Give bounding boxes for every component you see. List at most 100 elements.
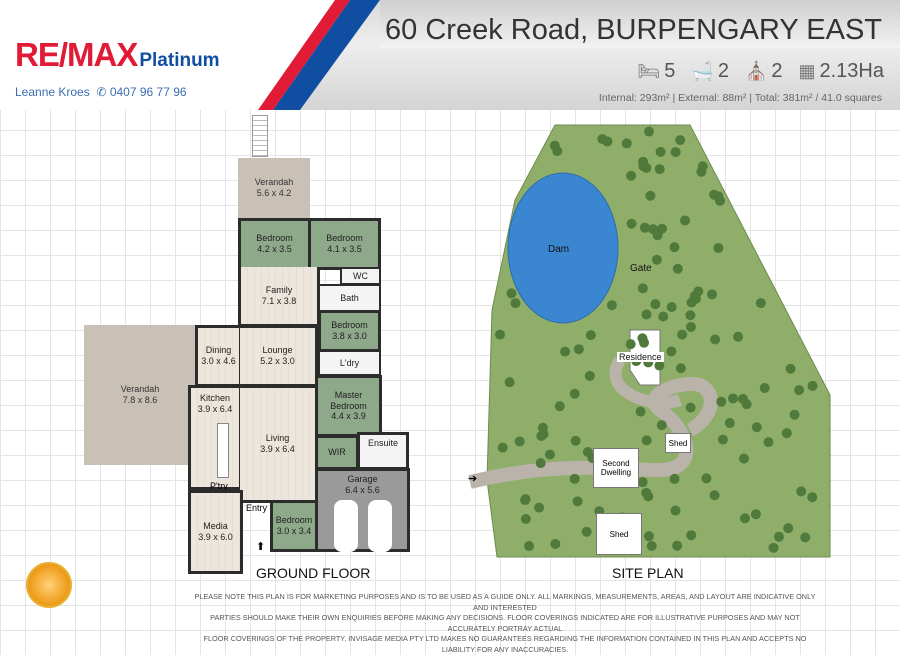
tree-icon (717, 434, 728, 445)
stairs (252, 115, 268, 157)
tree-icon (514, 436, 525, 447)
kitchen-island (217, 422, 229, 478)
tree-icon (510, 298, 521, 309)
tree-icon (785, 363, 796, 374)
tree-icon (724, 418, 735, 429)
entrance-arrow-icon: ➔ (468, 473, 478, 485)
tree-icon (550, 538, 561, 549)
property-address: 60 Creek Road, BURPENGARY EAST (385, 14, 882, 46)
tree-icon (569, 473, 580, 484)
tree-icon (686, 530, 697, 541)
tree-icon (549, 140, 560, 151)
tree-icon (637, 333, 648, 344)
second-dwelling: Second Dwelling (593, 448, 639, 488)
feature-land: ▦2.13Ha (798, 60, 884, 82)
tree-icon (625, 339, 636, 350)
tree-icon (675, 135, 686, 146)
tree-icon (652, 230, 663, 241)
ground-floor-title: GROUND FLOOR (256, 565, 371, 581)
tree-icon (685, 310, 696, 321)
area-summary: Internal: 293m² | External: 88m² | Total… (598, 92, 882, 104)
label-gate: Gate (630, 263, 652, 274)
tree-icon (738, 453, 749, 464)
tree-icon (606, 300, 617, 311)
feature-beds: 🛏5 (637, 60, 676, 82)
agent-name: Leanne Kroes (15, 85, 90, 99)
tree-icon (581, 526, 592, 537)
tree-icon (675, 363, 686, 374)
tree-icon (755, 298, 766, 309)
tree-icon (685, 402, 696, 413)
certified-badge (26, 562, 72, 608)
tree-icon (641, 435, 652, 446)
tree-icon (737, 393, 748, 404)
driveway-loop (609, 356, 682, 409)
feature-garage: ⛪2 (744, 60, 783, 82)
tree-icon (680, 215, 691, 226)
tree-icon (638, 161, 649, 172)
tree-icon (672, 263, 683, 274)
tree-icon (658, 311, 669, 322)
tree-icon (506, 288, 517, 299)
tree-icon (677, 329, 688, 340)
tree-icon (641, 309, 652, 320)
shed-large: Shed (596, 513, 642, 555)
disclaimer: PLEASE NOTE THIS PLAN IS FOR MARKETING P… (190, 592, 820, 655)
tree-icon (639, 222, 650, 233)
tree-icon (796, 486, 807, 497)
tree-icon (520, 514, 531, 525)
phone-icon: ✆ (96, 85, 107, 99)
tree-icon (635, 406, 646, 417)
tree-icon (713, 242, 724, 253)
tree-icon (654, 360, 665, 371)
address-band (380, 0, 900, 48)
tree-icon (626, 218, 637, 229)
tree-icon (693, 286, 704, 297)
tree-icon (644, 126, 655, 137)
tree-icon (495, 329, 506, 340)
tree-icon (651, 254, 662, 265)
tree-icon (670, 505, 681, 516)
tree-icon (696, 166, 707, 177)
tree-icon (768, 542, 779, 553)
tree-icon (537, 422, 548, 433)
tree-icon (794, 385, 805, 396)
tree-icon (740, 513, 751, 524)
tree-icon (626, 170, 637, 181)
room-wir: WIR (315, 435, 359, 470)
agent-phone[interactable]: 0407 96 77 96 (109, 85, 187, 99)
tree-icon (645, 190, 656, 201)
tree-icon (570, 435, 581, 446)
tree-icon (554, 401, 565, 412)
tree-icon (544, 449, 555, 460)
tree-icon (572, 496, 583, 507)
bath-icon: 🛁 (691, 61, 714, 81)
tree-icon (733, 331, 744, 342)
disclaimer-line: PARTIES SHOULD MAKE THEIR OWN ENQUIRIES … (210, 613, 800, 633)
site-plan-title: SITE PLAN (612, 565, 684, 581)
feature-baths: 🛁2 (691, 60, 729, 82)
tree-icon (807, 492, 818, 503)
tree-icon (524, 541, 535, 552)
tree-icon (602, 136, 613, 147)
tree-icon (759, 382, 770, 393)
tree-icon (637, 477, 648, 488)
tree-icon (807, 380, 818, 391)
tree-icon (669, 242, 680, 253)
tree-icon (669, 473, 680, 484)
property-features: 🛏5 🛁2 ⛪2 ▦2.13Ha (637, 60, 884, 83)
tree-icon (666, 346, 677, 357)
bed-icon: 🛏 (637, 61, 661, 81)
tree-icon (763, 437, 774, 448)
tree-icon (655, 146, 666, 157)
tree-icon (584, 370, 595, 381)
tree-icon (535, 458, 546, 469)
disclaimer-line: FLOOR COVERINGS OF THE PROPERTY. INVISAG… (203, 634, 807, 654)
tree-icon (672, 540, 683, 551)
tree-icon (621, 138, 632, 149)
